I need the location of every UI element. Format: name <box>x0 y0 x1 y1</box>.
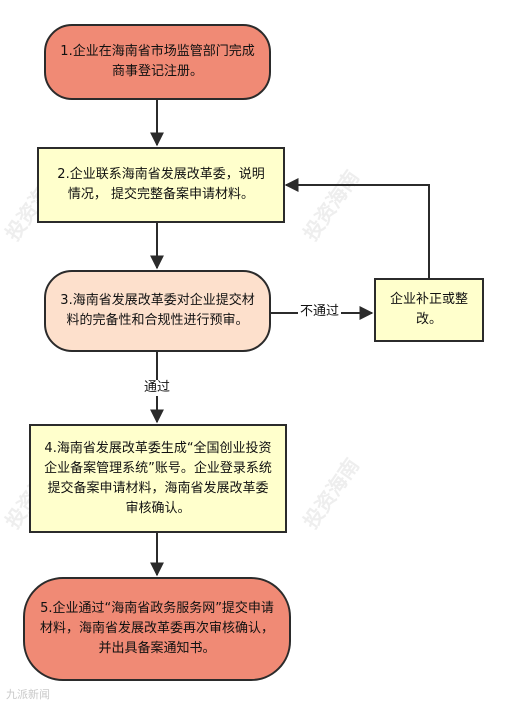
step4-node: 4.海南省发展改革委生成“全国创业投资企业备案管理系统”账号。企业登录系统提交备… <box>29 424 287 533</box>
edge-label-pass: 通过 <box>142 380 173 396</box>
step2-text: 2.企业联系海南省发展改革委，说明情况， 提交完整备案申请材料。 <box>57 167 265 202</box>
step5-node: 5.企业通过“海南省政务服务网”提交申请材料，海南省发展改革委再次审核确认，并出… <box>23 577 291 681</box>
step3-text: 3.海南省发展改革委对企业提交材料的完备性和合规性进行预审。 <box>60 293 255 328</box>
step4-text: 4.海南省发展改革委生成“全国创业投资企业备案管理系统”账号。企业登录系统提交备… <box>44 440 272 516</box>
edge-label-fail: 不通过 <box>298 304 342 320</box>
step3-node: 3.海南省发展改革委对企业提交材料的完备性和合规性进行预审。 <box>44 270 271 352</box>
step1-node: 1.企业在海南省市场监管部门完成商事登记注册。 <box>44 24 271 100</box>
footer-watermark: 九派新闻 <box>6 688 50 701</box>
step2-node: 2.企业联系海南省发展改革委，说明情况， 提交完整备案申请材料。 <box>37 147 285 223</box>
arrow-supplement-to-step2 <box>284 178 430 278</box>
step1-text: 1.企业在海南省市场监管部门完成商事登记注册。 <box>60 44 255 79</box>
step5-text: 5.企业通过“海南省政务服务网”提交申请材料，海南省发展改革委再次审核确认，并出… <box>39 601 274 656</box>
supplement-text: 企业补正或整改。 <box>389 292 468 327</box>
supplement-node: 企业补正或整改。 <box>374 278 484 342</box>
